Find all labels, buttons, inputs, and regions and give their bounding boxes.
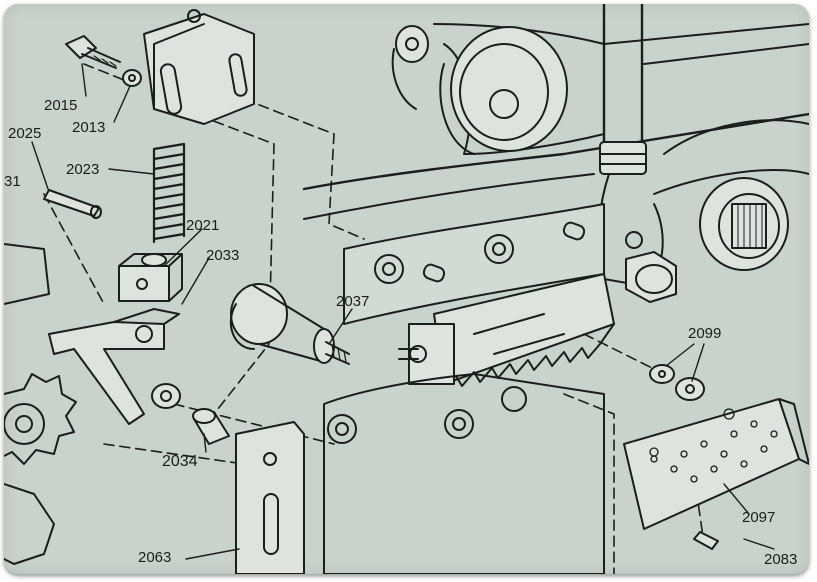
label-2097: 2097: [742, 509, 776, 526]
perforated-plate-2097: [623, 398, 809, 530]
label-2013: 2013: [72, 119, 106, 136]
label-2083: 2083: [764, 551, 798, 568]
spring-2023: [152, 142, 186, 244]
splined-shaft: [699, 177, 789, 271]
shaft-2037: [229, 283, 350, 365]
washers-2099: [649, 364, 705, 401]
bolt-2015: [65, 35, 142, 87]
label-2021: 2021: [186, 217, 220, 234]
label-31: 31: [4, 173, 21, 190]
exploded-parts-diagram: [4, 4, 809, 574]
hub-wheel: [391, 25, 568, 155]
pin-2083: [693, 531, 719, 550]
label-2033: 2033: [206, 247, 240, 264]
plate-2063: [235, 421, 305, 574]
vertical-rod: [597, 4, 664, 287]
hex-nut: [625, 251, 677, 303]
backing-plate: [323, 373, 605, 574]
top-bracket: [143, 9, 255, 125]
label-2034: 2034: [162, 453, 198, 470]
collar-2034: [192, 408, 230, 445]
block-2021: [118, 253, 183, 302]
label-2099: 2099: [688, 325, 722, 342]
diagram-frame: 2015 2013 2025 2023 2021 2033 2037 2034 …: [4, 4, 809, 574]
label-2025: 2025: [8, 125, 42, 142]
toothed-rack: [398, 273, 615, 387]
leader-lines: [31, 63, 775, 560]
label-2023: 2023: [66, 161, 100, 178]
label-2037: 2037: [336, 293, 370, 310]
gear-left: [4, 243, 77, 565]
lever-arm: [48, 308, 181, 425]
pin-2025: [43, 189, 102, 219]
label-2015: 2015: [44, 97, 78, 114]
label-2063: 2063: [138, 549, 172, 566]
